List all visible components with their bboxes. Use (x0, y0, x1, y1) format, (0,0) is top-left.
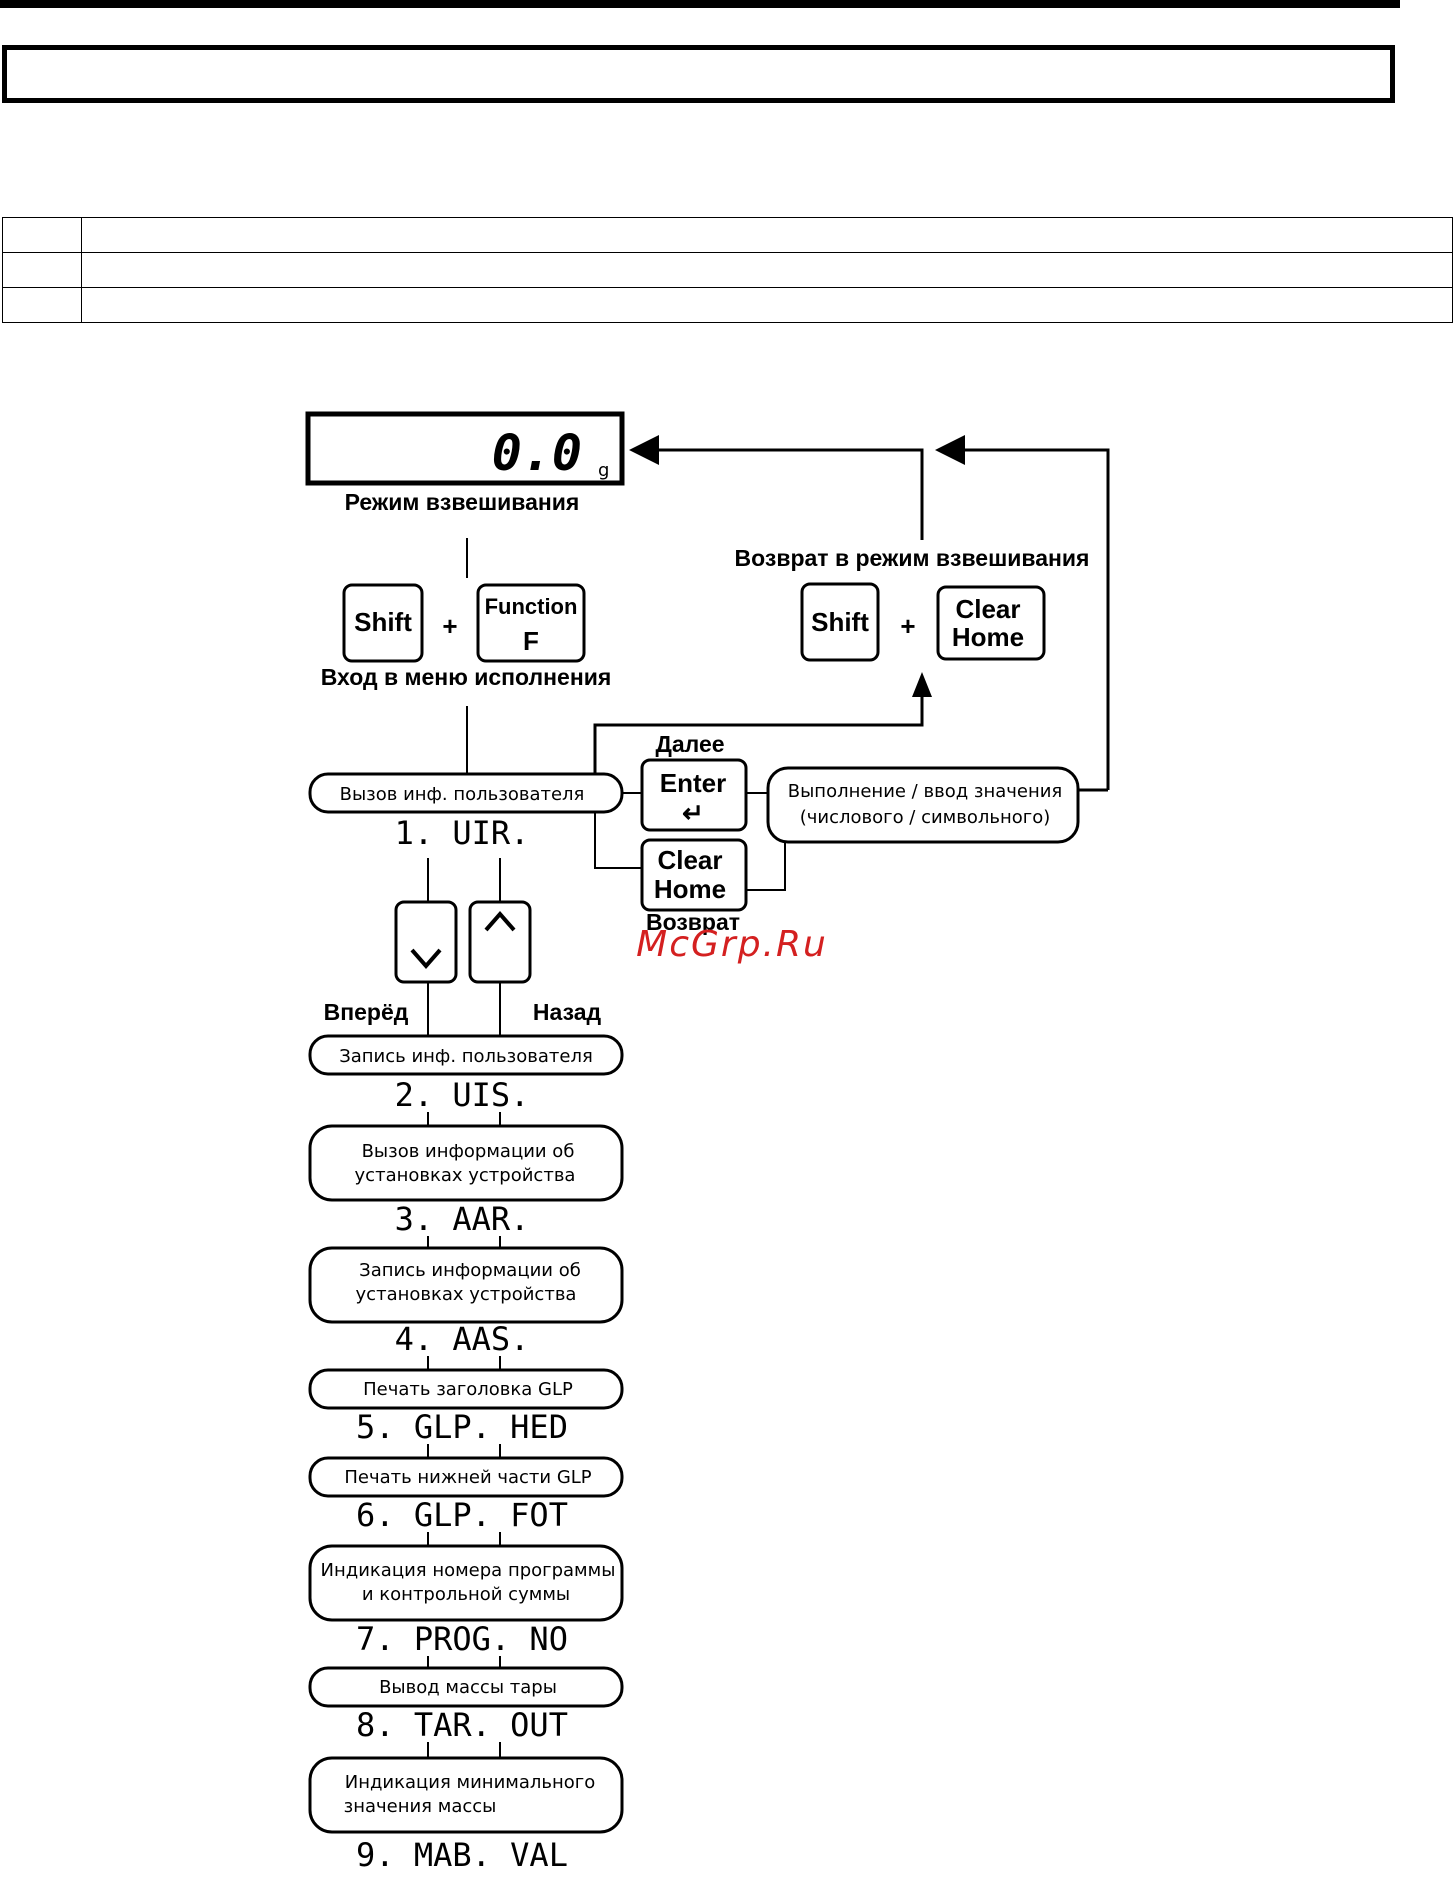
backward-label: Назад (533, 999, 602, 1025)
svg-text:Вызов инф. пользователя: Вызов инф. пользователя (340, 784, 585, 805)
svg-text:Индикация номера программы: Индикация номера программы (321, 1560, 616, 1581)
svg-text:Запись информации об: Запись информации об (359, 1260, 581, 1281)
up-key[interactable] (468, 900, 532, 984)
svg-text:(числового / символьного): (числового / символьного) (800, 807, 1051, 828)
svg-text:Печать заголовка GLP: Печать заголовка GLP (363, 1379, 573, 1400)
menu-code-5: 5. GLP. HED (356, 1408, 568, 1446)
svg-text:Function: Function (485, 594, 578, 619)
clear-home-key-bottom[interactable]: Clear Home (640, 838, 748, 912)
menu-item-7[interactable]: Индикация номера программы и контрольной… (308, 1544, 624, 1622)
svg-text:установках устройства: установках устройства (355, 1165, 576, 1186)
svg-text:Индикация минимального: Индикация минимального (345, 1772, 596, 1793)
svg-text:Enter: Enter (660, 768, 726, 798)
menu-code-7: 7. PROG. NO (356, 1620, 568, 1658)
svg-text:Вывод массы тары: Вывод массы тары (379, 1677, 557, 1698)
back-label: Возврат (646, 909, 740, 935)
chevron-up-icon (484, 910, 516, 932)
svg-text:Выполнение / ввод значения: Выполнение / ввод значения (788, 781, 1063, 802)
svg-text:значения массы: значения массы (344, 1796, 497, 1817)
top-rule (0, 0, 1400, 8)
menu-code-1: 1. UIR. (395, 814, 530, 852)
display-value: 0.0 (492, 424, 582, 482)
svg-text:Home: Home (654, 874, 726, 904)
menu-code-2: 2. UIS. (395, 1076, 530, 1114)
svg-text:Clear: Clear (955, 594, 1020, 624)
arrow-up-icon (912, 672, 932, 697)
menu-item-1[interactable]: Вызов инф. пользователя (308, 772, 624, 814)
menu-item-2[interactable]: Запись инф. пользователя (308, 1034, 624, 1076)
menu-item-6[interactable]: Печать нижней части GLP (308, 1456, 624, 1498)
menu-code-3: 3. AAR. (395, 1200, 530, 1238)
menu-item-3[interactable]: Вызов информации об установках устройств… (308, 1124, 624, 1202)
svg-text:установках устройства: установках устройства (356, 1284, 577, 1305)
menu-code-9: 9. MAB. VAL (356, 1836, 568, 1874)
plus-icon: + (900, 611, 915, 641)
function-key[interactable]: Function F (476, 583, 586, 663)
svg-text:Shift: Shift (811, 607, 869, 637)
plus-icon: + (442, 611, 457, 641)
svg-text:Home: Home (952, 622, 1024, 652)
shift-key-right[interactable]: Shift (800, 582, 880, 662)
return-weighing-label: Возврат в режим взвешивания (735, 545, 1090, 571)
menu-code-4: 4. AAS. (395, 1320, 530, 1358)
title-box (2, 45, 1395, 103)
svg-text:Clear: Clear (657, 845, 722, 875)
menu-code-8: 8. TAR. OUT (356, 1706, 568, 1744)
watermark: McGrp.Ru (636, 924, 828, 965)
menu-item-5[interactable]: Печать заголовка GLP (308, 1368, 624, 1410)
menu-item-4[interactable]: Запись информации об установках устройст… (308, 1246, 624, 1324)
table-row (2, 287, 1453, 323)
shift-key-left[interactable]: Shift (342, 583, 424, 663)
forward-label: Вперёд (324, 999, 409, 1025)
display-unit: g (598, 460, 609, 481)
clear-home-key-top[interactable]: Clear Home (936, 585, 1046, 661)
menu-item-8[interactable]: Вывод массы тары (308, 1666, 624, 1708)
enter-menu-label: Вход в меню исполнения (321, 664, 612, 690)
weighing-mode-label: Режим взвешивания (345, 489, 580, 515)
svg-text:и контрольной суммы: и контрольной суммы (362, 1584, 570, 1605)
svg-text:Печать нижней части GLP: Печать нижней части GLP (344, 1467, 591, 1488)
table-row (2, 252, 1453, 288)
execute-box[interactable]: Выполнение / ввод значения (числового / … (766, 766, 1080, 844)
weighing-display: 0.0 g (305, 411, 625, 486)
svg-text:Запись инф. пользователя: Запись инф. пользователя (339, 1046, 593, 1067)
next-label: Далее (655, 731, 724, 757)
chevron-down-icon (410, 948, 442, 970)
table-row (2, 217, 1453, 253)
menu-item-9[interactable]: Индикация минимального значения массы (308, 1756, 624, 1834)
svg-text:F: F (523, 626, 539, 656)
enter-arrow-icon: ↵ (682, 798, 704, 828)
svg-text:Вызов информации об: Вызов информации об (362, 1141, 575, 1162)
header-table (2, 217, 1453, 323)
menu-code-6: 6. GLP. FOT (356, 1496, 568, 1534)
enter-key[interactable]: Enter ↵ (640, 758, 748, 832)
svg-text:Shift: Shift (354, 607, 412, 637)
down-key[interactable] (394, 900, 458, 984)
